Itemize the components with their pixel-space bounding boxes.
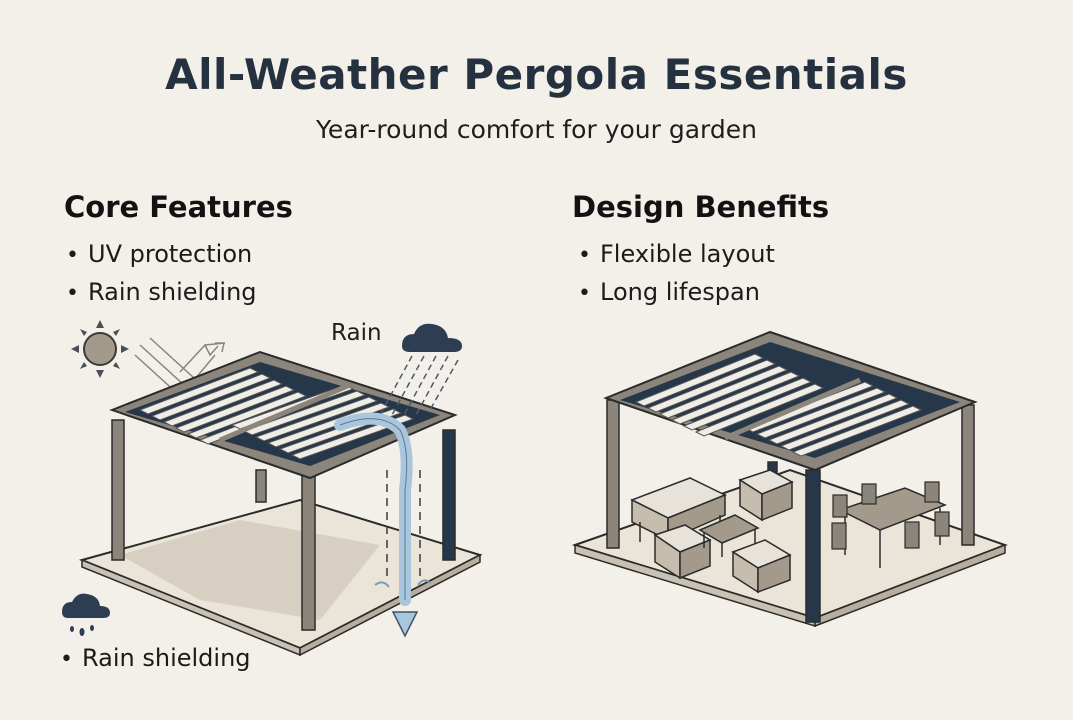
bottom-rain-shielding-label: Rain shielding xyxy=(60,644,251,672)
armchair xyxy=(738,469,794,522)
core-features-list: UV protection Rain shielding xyxy=(66,236,257,312)
pergola-posts xyxy=(606,399,975,623)
roof-louvers xyxy=(138,367,415,460)
roof-louvers xyxy=(634,353,923,457)
design-benefits-heading: Design Benefits xyxy=(572,190,830,224)
dining-chairs xyxy=(831,481,950,550)
design-benefits-list: Flexible layout Long lifespan xyxy=(578,236,775,312)
core-features-heading: Core Features xyxy=(64,190,293,224)
water-drain-arrow xyxy=(334,412,431,638)
rain-label: Rain xyxy=(331,320,382,346)
bottom-rain-cloud-icon xyxy=(62,593,110,636)
list-item: Rain shielding xyxy=(66,274,257,312)
pergola-posts xyxy=(111,419,456,631)
rain-cloud-icon xyxy=(379,323,462,416)
page-title: All-Weather Pergola Essentials xyxy=(165,50,908,99)
page-subtitle: Year-round comfort for your garden xyxy=(315,115,757,144)
armchair xyxy=(653,524,712,580)
coffee-table xyxy=(698,514,760,557)
list-item: Flexible layout xyxy=(578,236,775,274)
list-item: UV protection xyxy=(66,236,257,274)
list-item: Long lifespan xyxy=(578,274,775,312)
armchair xyxy=(731,539,792,594)
sun-icon xyxy=(71,320,129,378)
